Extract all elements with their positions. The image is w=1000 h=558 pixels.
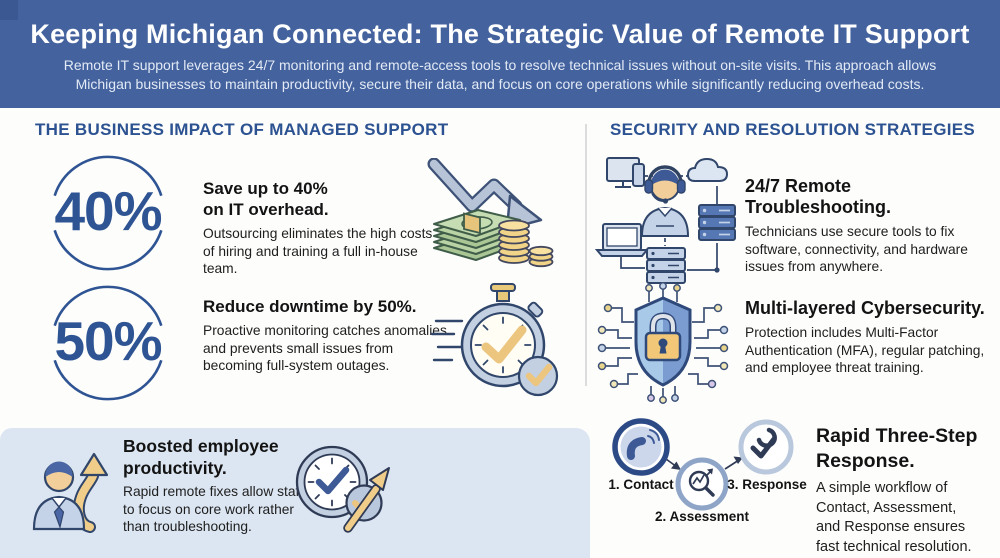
productivity-text: Boosted employee productivity. Rapid rem…	[123, 435, 323, 536]
productivity-title-line: Boosted employee	[123, 436, 279, 456]
page-subtitle: Remote IT support leverages 24/7 monitor…	[0, 56, 1000, 94]
stat-body-line: Proactive monitoring catches anomalies	[203, 323, 447, 338]
right-section-heading: SECURITY AND RESOLUTION STRATEGIES	[610, 120, 976, 139]
wrench-check-icon	[738, 419, 794, 475]
item-body-line: Technicians use secure tools to fix	[745, 224, 955, 239]
item-title: 24/7 Remote Troubleshooting.	[745, 176, 891, 217]
page-title: Keeping Michigan Connected: The Strategi…	[30, 19, 970, 49]
item-body-line: software, connectivity, and hardware	[745, 241, 968, 257]
stat-40-text: Save up to 40% on IT overhead. Outsourci…	[203, 178, 458, 278]
productivity-panel	[0, 428, 590, 558]
troubleshooting-text: 24/7 Remote Troubleshooting. Technicians…	[745, 176, 995, 276]
workflow-body-line: Contact, Assessment,	[816, 499, 957, 516]
workflow-text: Rapid Three-Step Response. A simple work…	[816, 424, 996, 557]
cost-reduction-money-icon	[427, 158, 554, 268]
workflow-body-line: A simple workflow of	[816, 480, 948, 496]
stat-title-line: Save up to 40%	[203, 179, 328, 198]
phone-icon	[612, 418, 670, 476]
step-label-contact: 1. Contact	[608, 477, 674, 492]
item-title: Multi-layered Cybersecurity.	[745, 298, 985, 318]
stat-value: 40%	[54, 180, 162, 242]
stat-body-line: and prevents small issues from	[203, 340, 394, 356]
productivity-body-line: than troubleshooting.	[123, 519, 252, 534]
stat-50-percent: 50%	[28, 280, 188, 406]
stat-circle-icon	[53, 285, 163, 401]
shield-lock-circuit-icon	[597, 282, 729, 404]
item-body-line: issues from anywhere.	[745, 259, 884, 274]
stat-body-line: Outsourcing eliminates the high costs	[203, 226, 433, 241]
three-step-workflow-diagram	[612, 418, 794, 511]
stat-40-percent: 40%	[28, 150, 188, 276]
item-body-line: Protection includes Multi-Factor	[745, 325, 939, 340]
remote-technician-network-icon	[594, 157, 736, 284]
magnifier-chart-icon	[675, 457, 729, 511]
stat-body-line: team.	[203, 261, 238, 276]
cybersecurity-text: Multi-layered Cybersecurity. Protection …	[745, 298, 995, 377]
stat-title-line: on IT overhead.	[203, 200, 329, 219]
header-banner: Keeping Michigan Connected: The Strategi…	[0, 0, 1000, 108]
employee-growth-icon	[32, 452, 109, 533]
stat-body-line: becoming full-system outages.	[203, 358, 390, 373]
item-body-line: Authentication (MFA), regular patching,	[745, 342, 985, 358]
column-divider	[585, 124, 587, 386]
workflow-title-line: Rapid Three-Step	[816, 425, 978, 447]
subtitle-line: Remote IT support leverages 24/7 monitor…	[63, 57, 937, 73]
workflow-title-line: Response.	[816, 450, 915, 472]
subtitle-line: Michigan businesses to maintain producti…	[75, 76, 925, 92]
left-section-heading: THE BUSINESS IMPACT OF MANAGED SUPPORT	[35, 120, 449, 139]
productivity-body-line: to focus on core work rather	[123, 501, 295, 517]
stat-circle-icon	[53, 155, 163, 271]
productivity-title-line: productivity.	[123, 458, 227, 478]
header-corner-accent	[0, 0, 18, 20]
productivity-body-line: Rapid remote fixes allow staff	[123, 484, 303, 499]
stat-50-text: Reduce downtime by 50%. Proactive monito…	[203, 296, 458, 375]
workflow-body-line: fast technical resolution.	[816, 538, 972, 555]
stopwatch-check-icon	[430, 283, 559, 397]
item-body-line: and employee threat training.	[745, 360, 924, 375]
step-label-assessment: 2. Assessment	[654, 509, 750, 524]
stat-value: 50%	[54, 310, 162, 372]
stat-body-line: of hiring and training a full in-house	[203, 243, 418, 259]
step-label-response: 3. Response	[727, 477, 807, 492]
workflow-body-line: and Response ensures	[816, 519, 966, 535]
stat-title-line: Reduce downtime by 50%.	[203, 297, 417, 316]
clock-growth-icon	[295, 445, 390, 533]
